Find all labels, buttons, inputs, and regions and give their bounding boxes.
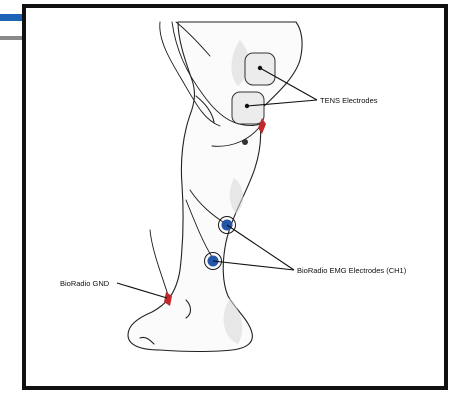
header-accent-bar bbox=[0, 14, 22, 21]
emg-electrodes-label: BioRadio EMG Electrodes (CH1) bbox=[297, 266, 407, 275]
tens-electrodes-label: TENS Electrodes bbox=[320, 96, 378, 105]
bioradio-gnd-label: BioRadio GND bbox=[60, 279, 110, 288]
tens-pad-lower bbox=[232, 92, 264, 124]
header-gray-bar bbox=[0, 36, 22, 40]
tens-wire-clip bbox=[242, 139, 248, 145]
